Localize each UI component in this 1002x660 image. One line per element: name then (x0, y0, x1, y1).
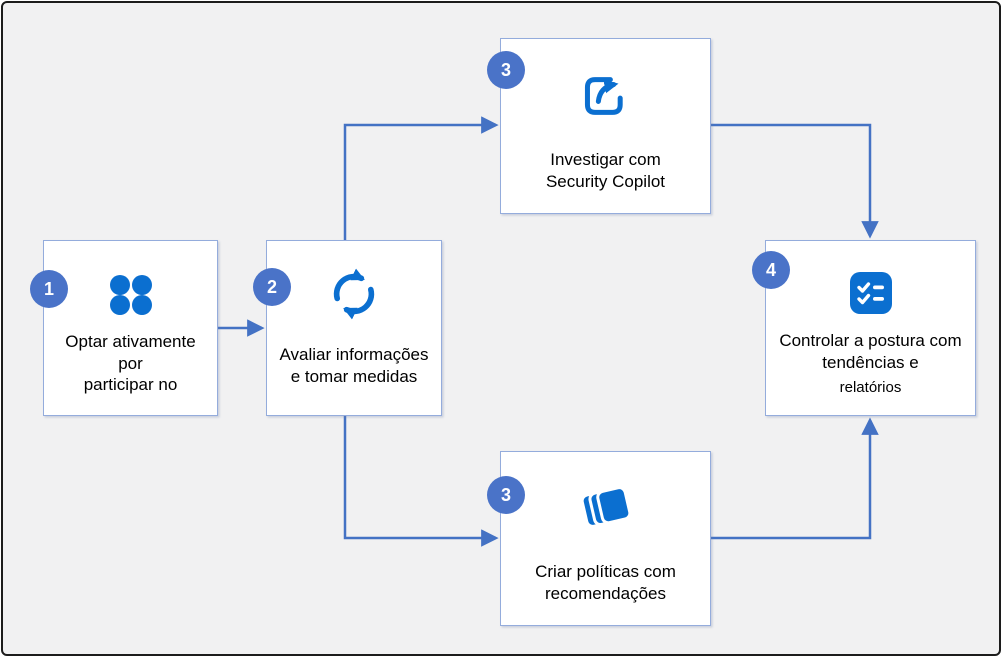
connector-evaluate-to-policies (343, 416, 499, 547)
label-line: relatórios (839, 379, 902, 396)
label-line: por (118, 353, 143, 373)
label-line: e tomar medidas (290, 366, 418, 386)
node-label: Controlar a postura com tendências e rel… (766, 330, 975, 399)
label-line: Investigar com (550, 150, 661, 169)
stacked-layers-icon (579, 482, 633, 532)
label-line: Criar políticas com (535, 562, 676, 581)
node-evaluate: 2 Avaliar informações e tomar medidas (253, 240, 442, 416)
connector-policies-to-posture (711, 417, 879, 540)
step-badge-3b: 3 (487, 476, 525, 514)
node-label: Avaliar informações e tomar medidas (267, 344, 441, 387)
node-create-policies: 3 Criar políticas com recomendações (487, 451, 711, 626)
step-badge-2: 2 (253, 268, 291, 306)
node-label: Optar ativamente por participar no (44, 331, 217, 396)
label-line: tendências e (822, 352, 919, 372)
share-arrow-icon (580, 71, 632, 121)
step-badge-4: 4 (752, 251, 790, 289)
label-line: Avaliar informações (279, 345, 429, 364)
step-badge-3a: 3 (487, 51, 525, 89)
node-control-posture: 4 Controlar a postura com tendências e r… (752, 240, 976, 416)
step-badge-1: 1 (30, 270, 68, 308)
dots-grid-icon (108, 273, 154, 317)
label-line: participar no (83, 375, 178, 394)
connector-evaluate-to-investigate (343, 116, 499, 240)
node-label: Investigar com Security Copilot (501, 149, 710, 192)
node-investigate: 3 Investigar com Security Copilot (487, 38, 711, 214)
checklist-icon (849, 270, 893, 316)
label-line: Security Copilot (545, 171, 666, 191)
label-line: recomendações (545, 583, 666, 603)
sync-icon (328, 267, 380, 321)
connector-investigate-to-posture (711, 123, 879, 239)
label-line: Controlar a postura com (779, 331, 962, 350)
node-label: Criar políticas com recomendações (501, 561, 710, 604)
label-line: Optar ativamente (65, 332, 196, 351)
node-opt-in: 1 Optar ativamente por participar no (30, 240, 218, 416)
